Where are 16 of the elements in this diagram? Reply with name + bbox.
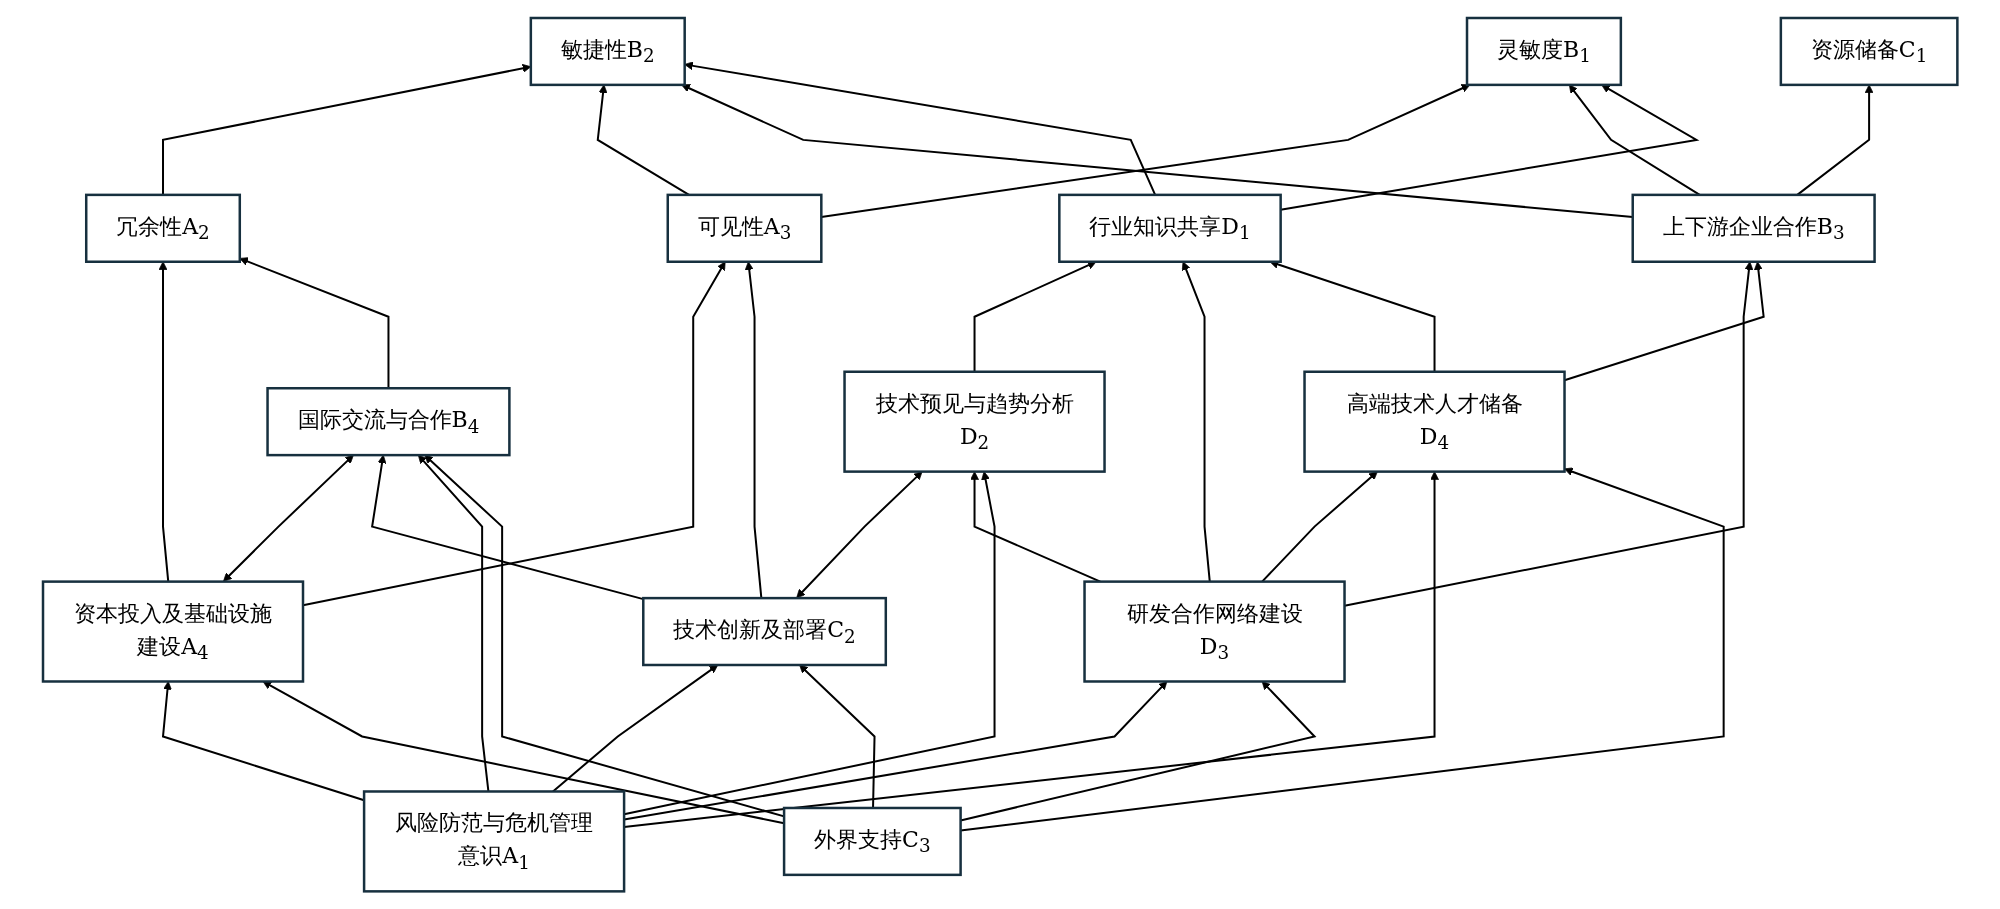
node-box: 国际交流与合作B$_{4}$ [266, 386, 511, 457]
node-box: 灵敏度B$_{1}$ [1465, 16, 1622, 86]
node-box: 资本投入及基础设施建设A$_{4}$ [41, 580, 305, 683]
node-box: 资源储备C$_{1}$ [1779, 16, 1959, 86]
node-box: 行业知识共享D$_{1}$ [1057, 193, 1282, 263]
node-box: 上下游企业合作B$_{3}$ [1631, 193, 1876, 263]
node-box: 外界支持C$_{3}$ [782, 806, 962, 876]
arrow [222, 454, 354, 582]
node-box: 风险防范与危机管理意识A$_{1}$ [362, 790, 626, 893]
node-box: 冗余性A$_{2}$ [84, 193, 241, 263]
node-box: 技术预见与趋势分析D$_{2}$ [843, 370, 1106, 473]
node-box: 高端技术人才储备D$_{4}$ [1303, 370, 1566, 473]
node-box: 研发合作网络建设D$_{3}$ [1083, 580, 1346, 683]
node-box: 技术创新及部署C$_{2}$ [641, 596, 887, 667]
node-box: 敏捷性B$_{2}$ [529, 16, 686, 86]
node-box: 可见性A$_{3}$ [666, 193, 823, 263]
